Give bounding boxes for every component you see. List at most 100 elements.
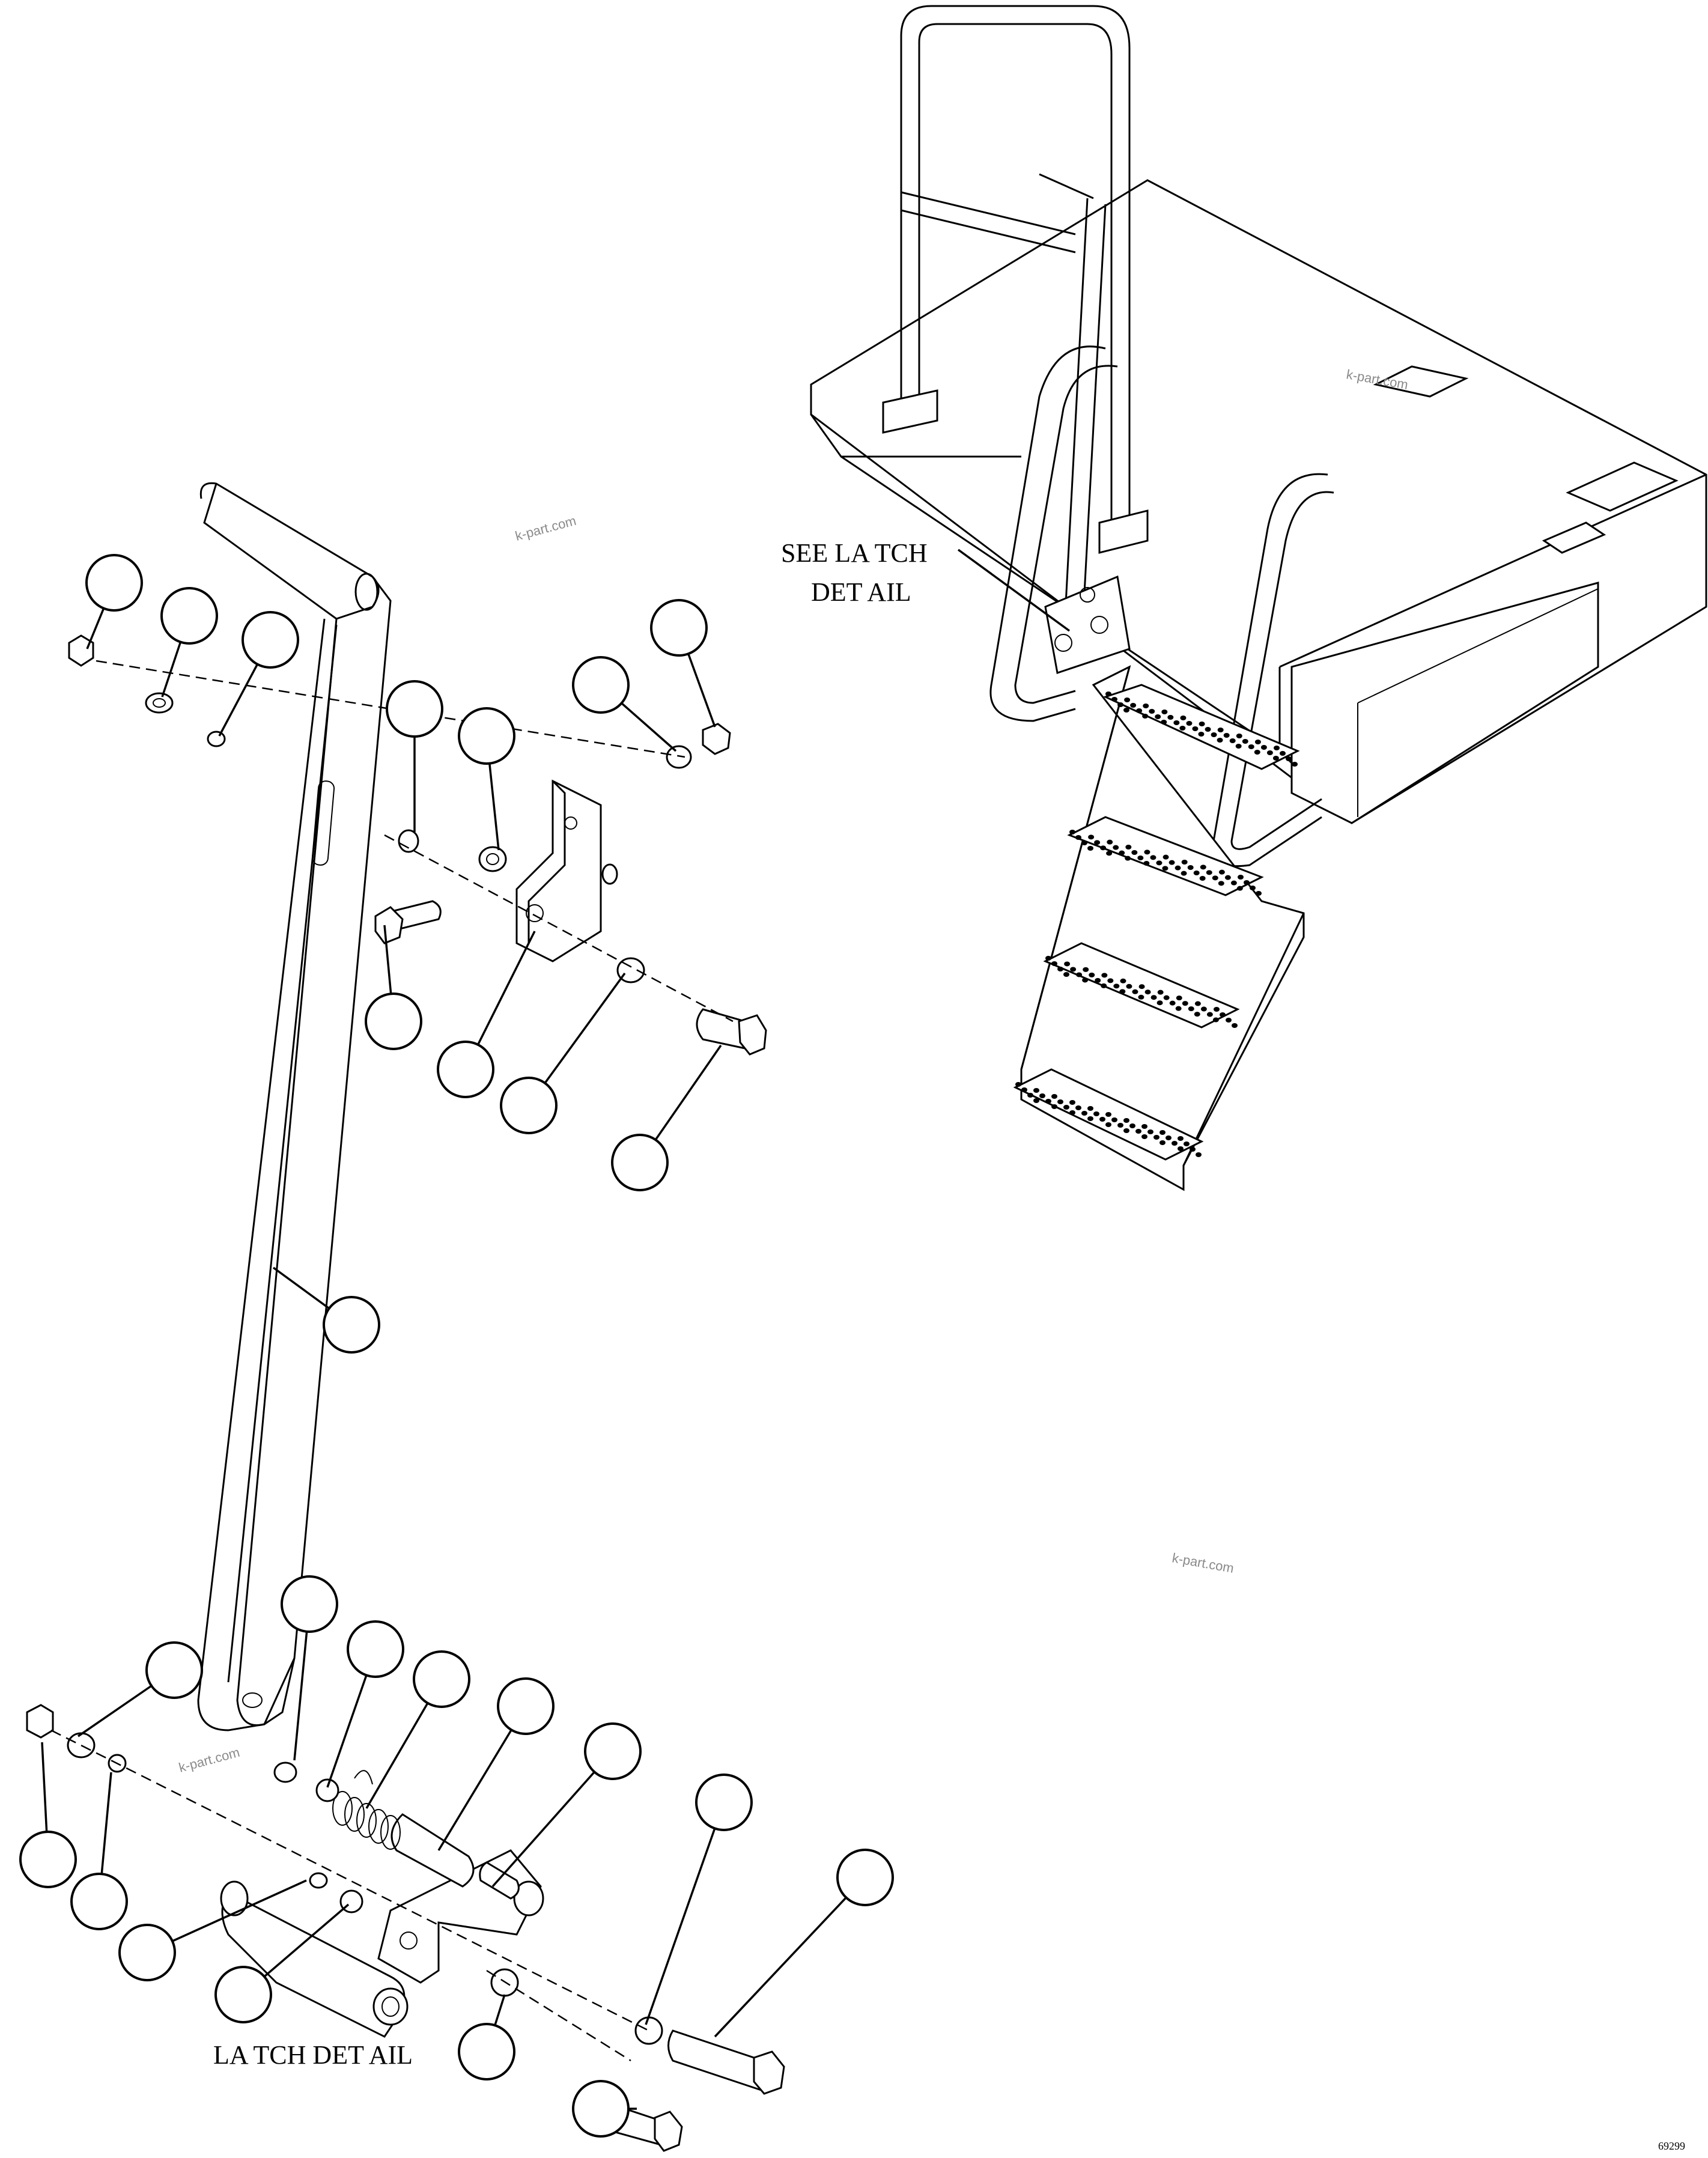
step-hole (1184, 1141, 1190, 1146)
step-hole (1126, 983, 1132, 989)
step-hole (1238, 875, 1244, 880)
step-hole (1051, 1094, 1057, 1099)
step-hole (1217, 728, 1224, 732)
callout-bubble (497, 1677, 555, 1735)
step-hole (1156, 1000, 1163, 1006)
step-hole (1124, 698, 1131, 702)
callout-bubble (365, 992, 422, 1050)
see-latch-detail-label-line2: DET AIL (811, 577, 911, 607)
step-hole (1064, 961, 1071, 967)
step-hole (1057, 1099, 1063, 1104)
step-hole (1199, 876, 1206, 881)
step-hole (1156, 860, 1162, 866)
step-hole (1095, 977, 1101, 983)
step-hole (1186, 721, 1193, 726)
step-hole (1212, 1017, 1219, 1023)
step-hole (1069, 830, 1075, 834)
step-hole (1211, 732, 1217, 737)
step-hole (1157, 989, 1164, 995)
step-hole (1166, 1135, 1172, 1140)
step-hole (1101, 973, 1108, 978)
step-hole (1057, 967, 1063, 971)
callout-bubble (650, 599, 708, 657)
callout-leader (147, 1879, 307, 1954)
step-hole (1272, 756, 1279, 761)
step-hole (1045, 1099, 1051, 1104)
callout-bubble (572, 656, 630, 714)
step-hole (1280, 751, 1286, 756)
step-hole (1107, 978, 1114, 983)
step-hole (1111, 1117, 1117, 1122)
latch-assembly (220, 1770, 544, 2038)
step-hole (1105, 691, 1111, 696)
step-hole (1131, 850, 1138, 855)
callout-bubble (572, 2080, 630, 2138)
step-hole (1033, 1088, 1039, 1093)
callout-bubble (413, 1650, 470, 1708)
step-hole (1200, 865, 1206, 870)
latch-detail-caption: LA TCH DET AIL (213, 2040, 413, 2070)
step-hole (1089, 972, 1095, 977)
step-hole (1107, 839, 1113, 845)
step-hole (1144, 989, 1151, 995)
step-hole (1220, 1012, 1226, 1017)
step-hole (1129, 1123, 1135, 1128)
step-hole (1256, 891, 1262, 896)
callout-bubble (160, 587, 218, 645)
fasteners (26, 634, 785, 2152)
step-hole (1123, 1128, 1129, 1133)
step-hole (1214, 1007, 1220, 1012)
step-hole (1039, 1093, 1045, 1098)
callout-bubble (85, 554, 143, 612)
step-hole (1248, 744, 1254, 749)
step-hole (1135, 1129, 1141, 1134)
step-hole (1117, 1123, 1123, 1128)
step-hole (1119, 850, 1125, 856)
step-hole (1150, 855, 1156, 860)
callout-bubble (281, 1575, 338, 1633)
step-hole (1111, 697, 1117, 702)
callout-bubble (19, 1831, 77, 1888)
step-hole (1212, 875, 1218, 881)
step-hole (1199, 722, 1205, 726)
step-hole (1206, 870, 1212, 875)
step-hole (1087, 1106, 1093, 1111)
step-hole (1070, 967, 1077, 972)
step-hole (1138, 994, 1144, 1000)
step-hole (1123, 1118, 1129, 1123)
step-hole (1027, 1093, 1033, 1098)
step-hole (1161, 710, 1168, 714)
see-latch-detail-leader (957, 549, 1071, 632)
step-hole (1125, 845, 1132, 850)
step-hole (1181, 860, 1188, 865)
step-hole (1179, 726, 1186, 731)
callout-bubble (836, 1849, 894, 1906)
step-hole (1069, 1100, 1075, 1105)
step-hole (1194, 1001, 1201, 1006)
callout-bubble (323, 1296, 380, 1354)
step-hole (1236, 734, 1242, 738)
step-hole (1063, 1105, 1069, 1110)
step-hole (1244, 880, 1250, 885)
step-hole (1081, 1111, 1087, 1116)
step-hole (1136, 708, 1143, 713)
step-hole (1130, 703, 1137, 708)
step-hole (1192, 726, 1199, 731)
step-hole (1113, 983, 1120, 989)
step-hole (1242, 739, 1248, 744)
callout-bubble (214, 1966, 272, 2023)
step-hole (1187, 865, 1194, 870)
step-hole (1147, 1129, 1153, 1134)
step-hole (1218, 881, 1224, 886)
watermark: k-part.com (1171, 1550, 1235, 1576)
step-hole (1021, 1087, 1027, 1092)
step-hole (1099, 1117, 1105, 1122)
step-hole (1088, 834, 1095, 840)
step-hole (1159, 1130, 1166, 1135)
callout-leader (491, 1750, 614, 1888)
step-hole (1015, 1082, 1021, 1087)
step-hole (1196, 1152, 1202, 1157)
spring (332, 1770, 401, 1850)
step-hole (1094, 840, 1101, 845)
step-hole (1266, 750, 1273, 755)
